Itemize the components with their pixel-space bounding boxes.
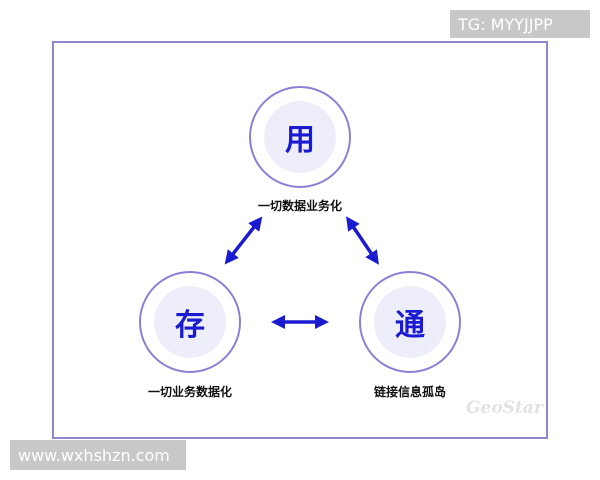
geostar-watermark: GeoStar (466, 398, 543, 418)
node-store-label: 一切业务数据化 (147, 385, 232, 399)
arrow-use-store (224, 216, 263, 265)
node-connect-char: 通 (374, 286, 446, 358)
node-connect-label: 链接信息孤岛 (373, 385, 446, 399)
node-use-label: 一切数据业务化 (257, 199, 342, 213)
tg-badge: TG: MYYJJPP (450, 10, 590, 38)
node-use: 用 (249, 86, 351, 188)
node-connect: 通 (359, 271, 461, 373)
arrow-use-connect (346, 216, 379, 265)
node-use-char: 用 (264, 101, 336, 173)
diagram-frame (52, 41, 548, 439)
website-badge: www.wxhshzn.com (10, 440, 186, 470)
node-store-char: 存 (154, 286, 226, 358)
node-store: 存 (139, 271, 241, 373)
